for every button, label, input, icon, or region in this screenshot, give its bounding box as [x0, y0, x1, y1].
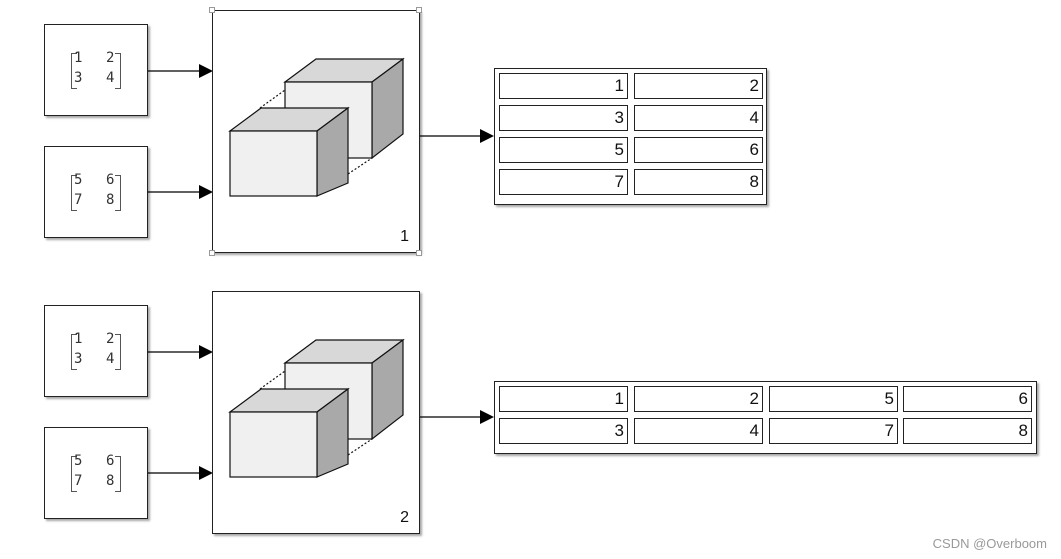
resize-handle[interactable]	[416, 7, 422, 13]
matrix-cell: 7	[74, 473, 83, 489]
display-cell: 1	[499, 73, 628, 99]
arrowhead-icon	[199, 466, 213, 480]
matrix-cell: 2	[106, 331, 115, 347]
watermark: CSDN @Overboom	[932, 536, 1047, 551]
constant-block[interactable]: 5 6 7 8	[44, 427, 148, 519]
display-block[interactable]: 1 2 3 4 5 6 7 8	[494, 68, 767, 205]
matrix-concatenate-block[interactable]: 1	[212, 10, 420, 253]
matrix-cell: 4	[106, 70, 115, 86]
display-cell: 3	[499, 105, 628, 131]
display-cell: 1	[499, 386, 628, 412]
matrix-cell: 1	[74, 50, 83, 66]
arrowhead-icon	[199, 64, 213, 78]
display-cell: 8	[634, 169, 763, 195]
matrix-value: 5 6 7 8	[71, 172, 121, 211]
bracket-right	[115, 456, 121, 492]
concat-dimension-label: 1	[400, 228, 409, 245]
display-cell: 4	[634, 105, 763, 131]
resize-handle[interactable]	[209, 7, 215, 13]
arrowhead-icon	[199, 185, 213, 199]
bracket-left	[71, 456, 77, 492]
display-cell: 6	[634, 137, 763, 163]
display-cell: 2	[634, 386, 763, 412]
matrix-cell: 1	[74, 331, 83, 347]
concatenate-icon	[228, 338, 405, 478]
arrowhead-icon	[480, 129, 494, 143]
matrix-cell: 7	[74, 192, 83, 208]
matrix-value: 5 6 7 8	[71, 453, 121, 492]
matrix-cell: 6	[106, 453, 115, 469]
constant-block[interactable]: 1 2 3 4	[44, 24, 148, 116]
display-block[interactable]: 1 2 5 6 3 4 7 8	[494, 381, 1037, 454]
display-cell: 8	[903, 418, 1032, 444]
matrix-cell: 4	[106, 351, 115, 367]
bracket-right	[115, 53, 121, 89]
constant-block[interactable]: 5 6 7 8	[44, 146, 148, 238]
bracket-right	[115, 175, 121, 211]
matrix-cell: 6	[106, 172, 115, 188]
matrix-cell: 3	[74, 70, 83, 86]
matrix-cell: 2	[106, 50, 115, 66]
arrowhead-icon	[480, 410, 494, 424]
display-cell: 3	[499, 418, 628, 444]
arrowhead-icon	[199, 345, 213, 359]
matrix-concatenate-block[interactable]: 2	[212, 291, 420, 534]
concat-dimension-label: 2	[400, 509, 409, 526]
matrix-cell: 5	[74, 453, 83, 469]
display-cell: 6	[903, 386, 1032, 412]
bracket-right	[115, 334, 121, 370]
display-cell: 5	[769, 386, 898, 412]
matrix-value: 1 2 3 4	[71, 50, 121, 89]
bracket-left	[71, 175, 77, 211]
bracket-left	[71, 334, 77, 370]
display-cell: 7	[769, 418, 898, 444]
bracket-left	[71, 53, 77, 89]
display-cell: 5	[499, 137, 628, 163]
constant-block[interactable]: 1 2 3 4	[44, 305, 148, 397]
matrix-cell: 5	[74, 172, 83, 188]
display-cell: 7	[499, 169, 628, 195]
display-cell: 2	[634, 73, 763, 99]
display-cell: 4	[634, 418, 763, 444]
matrix-cell: 3	[74, 351, 83, 367]
matrix-cell: 8	[106, 192, 115, 208]
concatenate-icon	[228, 57, 405, 197]
resize-handle[interactable]	[209, 250, 215, 256]
matrix-value: 1 2 3 4	[71, 331, 121, 370]
resize-handle[interactable]	[416, 250, 422, 256]
matrix-cell: 8	[106, 473, 115, 489]
